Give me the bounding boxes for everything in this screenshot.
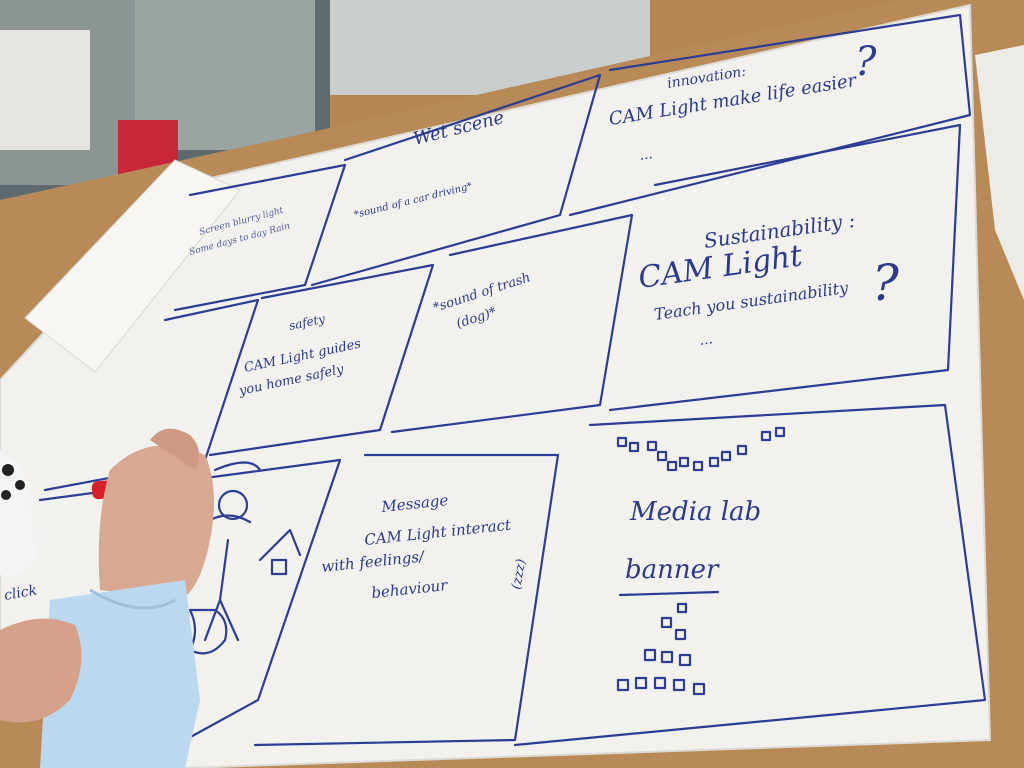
banner-underline xyxy=(618,590,720,597)
crowd-squares xyxy=(616,426,786,696)
panel-text-click: click xyxy=(3,582,38,604)
side-paper xyxy=(975,45,1024,300)
resting-hand xyxy=(0,618,82,723)
question-mark-icon: ? xyxy=(872,254,900,312)
storyboard-sheet xyxy=(0,3,992,768)
panel-sketch-figure xyxy=(188,461,302,655)
panel-dots-sustainability: ... xyxy=(698,331,713,349)
question-mark-icon: ? xyxy=(855,39,877,85)
writing-hand xyxy=(40,428,214,768)
dotted-cup xyxy=(0,450,35,576)
panel-dots-innovation: ... xyxy=(638,146,654,164)
notepad xyxy=(24,159,241,373)
panel-text-medialab-2: banner xyxy=(625,555,720,585)
stacked-papers xyxy=(0,30,90,150)
panel-text-zzz: (zzz) xyxy=(509,558,529,591)
panel-text-medialab-1: Media lab xyxy=(629,497,761,527)
